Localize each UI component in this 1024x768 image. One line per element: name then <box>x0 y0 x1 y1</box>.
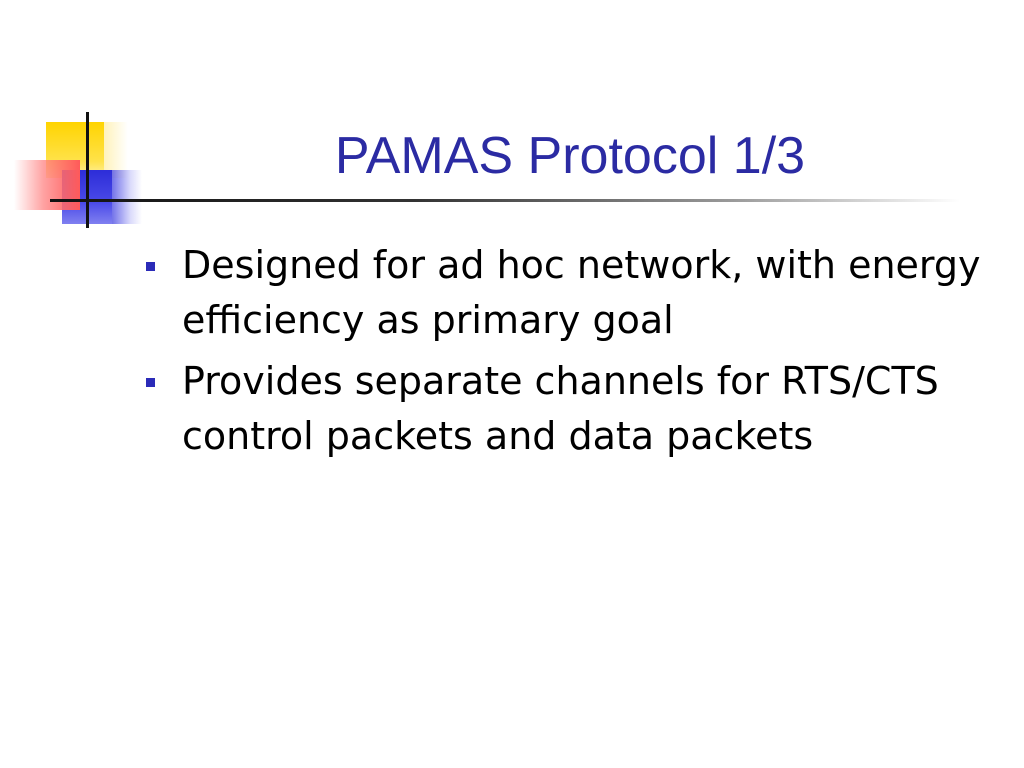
vertical-rule <box>86 112 89 228</box>
bullet-item: Provides separate channels for RTS/CTS c… <box>140 354 1010 464</box>
blue-square-fade <box>112 170 142 224</box>
bullet-item: Designed for ad hoc network, with energy… <box>140 238 1010 348</box>
red-square <box>14 160 80 210</box>
bullet-text: Designed for ad hoc network, with energy… <box>182 243 981 342</box>
square-bullet-icon <box>146 262 155 271</box>
square-bullet-icon <box>146 378 155 387</box>
decorative-squares-logo <box>0 0 150 240</box>
yellow-square-fade <box>104 122 128 178</box>
bullet-text: Provides separate channels for RTS/CTS c… <box>182 359 939 458</box>
title-underline <box>50 199 960 202</box>
slide-title: PAMAS Protocol 1/3 <box>334 127 806 185</box>
bullet-list: Designed for ad hoc network, with energy… <box>140 238 1010 470</box>
